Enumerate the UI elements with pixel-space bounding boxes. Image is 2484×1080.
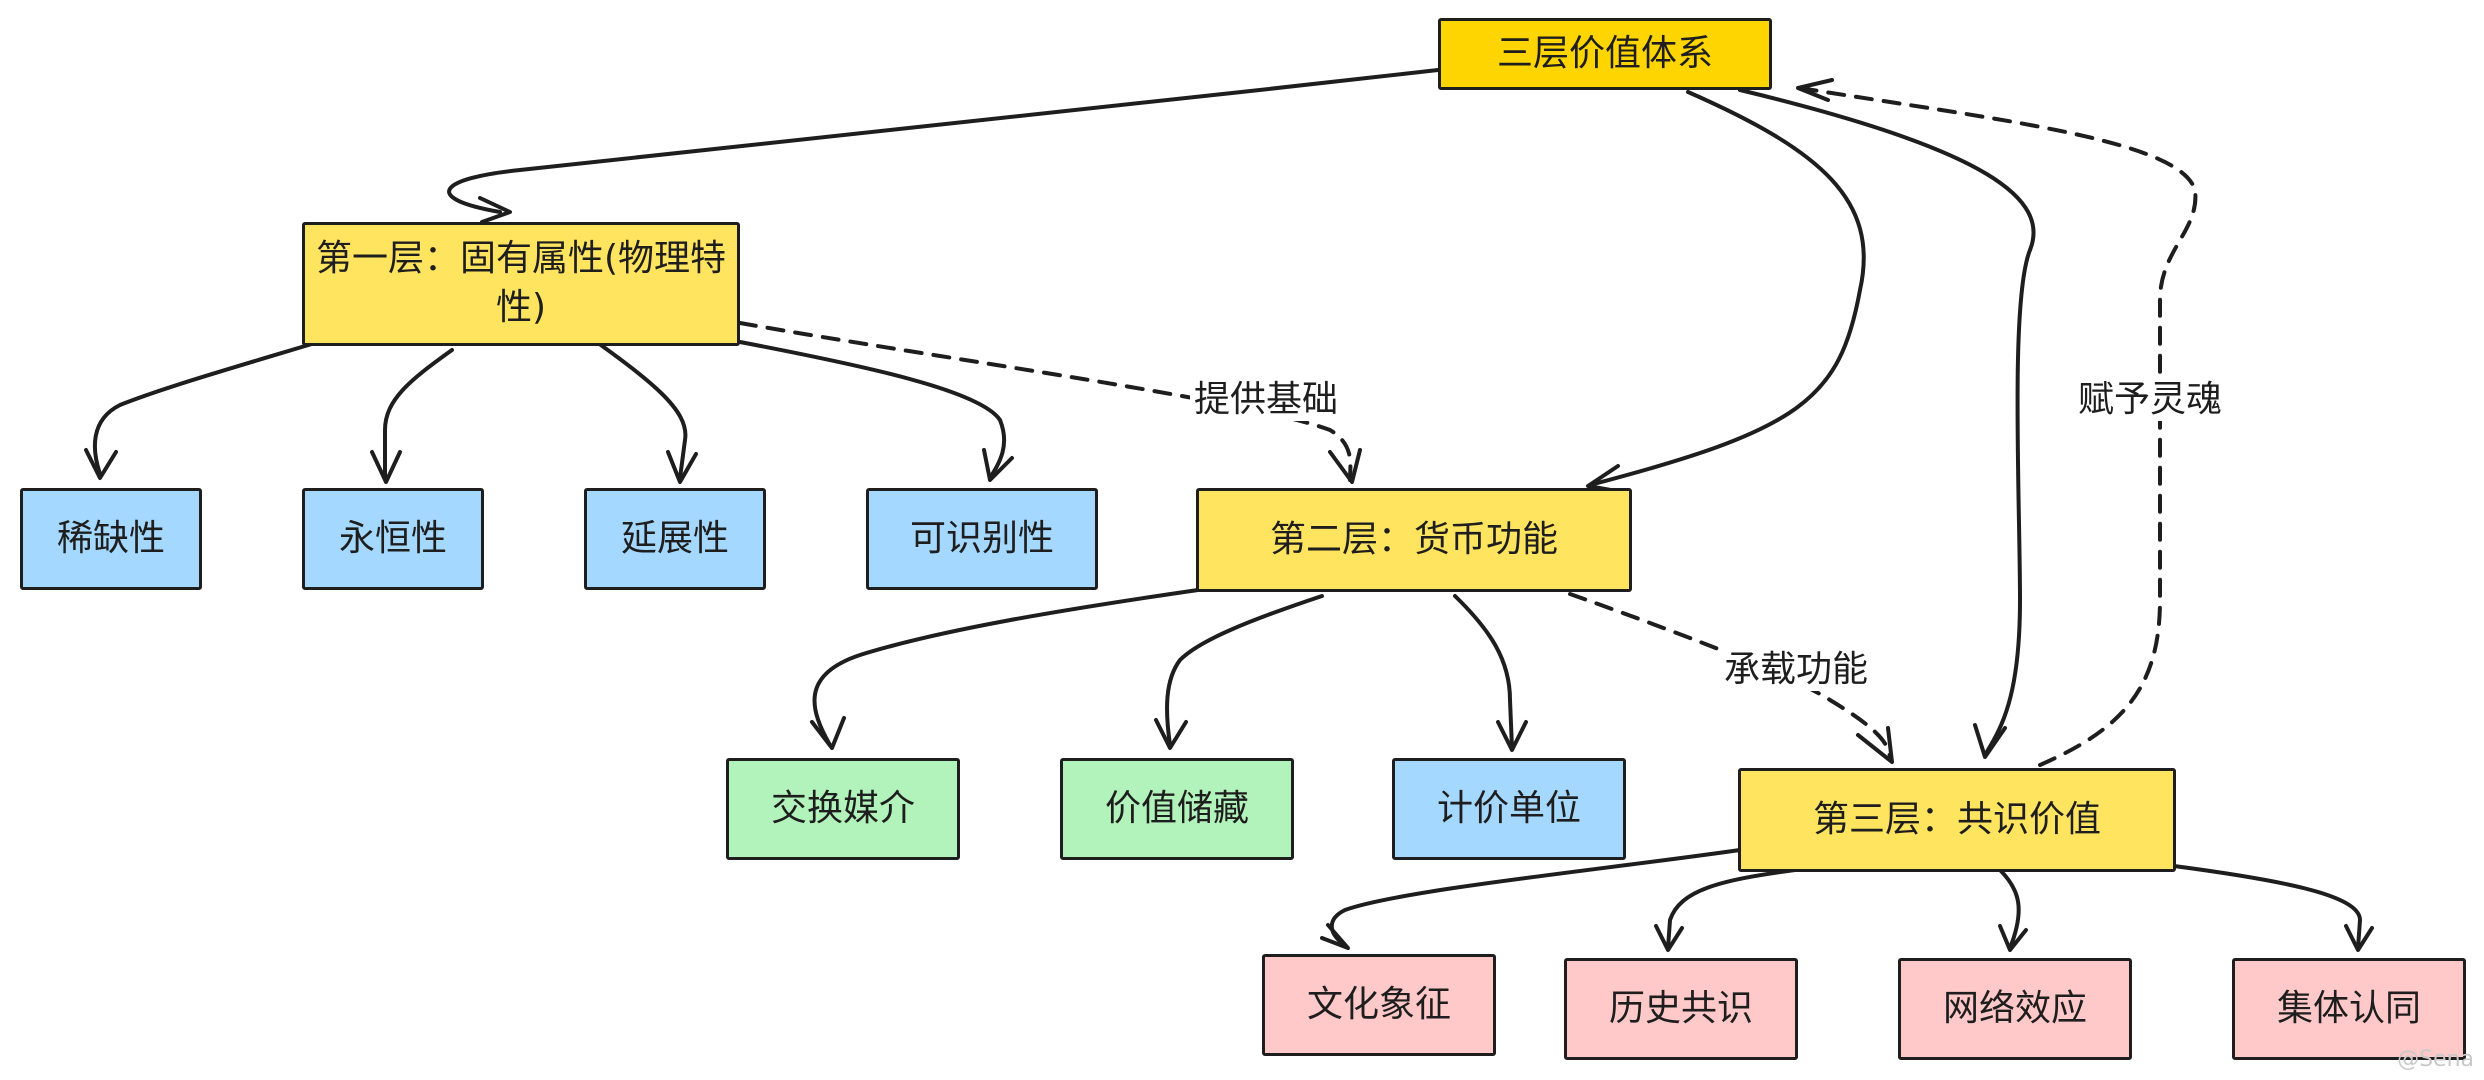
arrowhead-layer2-store [1154,718,1188,750]
scarcity-label: 稀缺性 [56,517,165,559]
medium-of-exchange-label: 交换媒介 [770,787,915,829]
edge-layer3-root-dashed [1798,86,2198,767]
arrowhead-layer1-layer2 [1328,448,1362,484]
arrowhead-layer1-recognizability [982,448,1014,482]
arrowhead-layer3-historical [1654,924,1684,952]
edge-layer3-historical [1666,868,1797,950]
layer3-node[interactable]: 第三层：共识价值 [1738,768,2176,872]
collective-identity-node[interactable]: 集体认同 [2232,958,2466,1060]
edge-layer2-store [1165,594,1324,747]
arrowhead-layer2-exchange [810,716,846,750]
edge-root-layer1 [447,68,1440,214]
edge-root-layer3 [1738,88,2036,757]
permanence-node[interactable]: 永恒性 [302,488,484,590]
arrowhead-root-layer3 [1973,723,2007,759]
cultural-symbol-label: 文化象征 [1306,983,1451,1025]
arrowhead-layer3-root [1796,78,1834,102]
layer2-node[interactable]: 第二层：货币功能 [1196,488,1632,592]
recognizability-label: 可识别性 [909,517,1054,559]
edge-layer3-cultural [1329,848,1742,947]
arrowhead-layer1-permanence [370,450,402,484]
network-effect-label: 网络效应 [1942,987,2087,1029]
historical-consensus-label: 历史共识 [1608,987,1753,1029]
arrowhead-layer3-cultural [1320,923,1350,950]
edge-root-layer2 [1588,90,1866,487]
ductility-label: 延展性 [620,517,729,559]
layer2-label: 第二层：货币功能 [1269,518,1558,560]
arrowhead-layer1-ductility [666,450,698,484]
arrowhead-layer2-unit [1496,720,1528,752]
watermark: @Sena [2397,1047,2474,1072]
edge-layer1-permanence [383,348,454,480]
cultural-symbol-node[interactable]: 文化象征 [1262,954,1496,1056]
recognizability-node[interactable]: 可识别性 [866,488,1098,590]
edge-layer3-collective [2172,864,2362,950]
root-node[interactable]: 三层价值体系 [1438,18,1772,90]
edge-label-carries-function: 承载功能 [1720,648,1873,692]
collective-identity-label: 集体认同 [2276,987,2421,1029]
edge-label-gives-soul: 赋予灵魂 [2074,378,2227,422]
arrowhead-layer3-collective [2344,924,2374,952]
ductility-node[interactable]: 延展性 [584,488,766,590]
permanence-label: 永恒性 [338,517,447,559]
edge-layer1-scarcity [92,328,360,476]
arrowhead-root-layer1 [478,196,512,224]
edge-layer3-network [1998,868,2021,950]
arrowhead-layer1-scarcity [84,448,118,480]
store-of-value-node[interactable]: 价值储藏 [1060,758,1294,860]
edge-layer1-ductility [578,328,688,480]
edge-layer2-exchange [812,588,1200,747]
edge-layer1-recognizability [738,340,1007,480]
historical-consensus-node[interactable]: 历史共识 [1564,958,1798,1060]
edge-label-provides-foundation: 提供基础 [1190,378,1343,422]
layer1-node[interactable]: 第一层：固有属性(物理特性) [302,222,740,346]
unit-of-account-node[interactable]: 计价单位 [1392,758,1626,860]
medium-of-exchange-node[interactable]: 交换媒介 [726,758,960,860]
unit-of-account-label: 计价单位 [1436,787,1581,829]
layer3-label: 第三层：共识价值 [1812,798,2101,840]
scarcity-node[interactable]: 稀缺性 [20,488,202,590]
arrowhead-layer3-network [1998,924,2028,952]
network-effect-node[interactable]: 网络效应 [1898,958,2132,1060]
store-of-value-label: 价值储藏 [1104,787,1249,829]
root-label: 三层价值体系 [1496,32,1713,74]
layer1-label: 第一层：固有属性(物理特性) [315,238,727,328]
edge-layer2-unit [1453,594,1514,750]
arrowhead-layer2-layer3 [1856,726,1894,764]
